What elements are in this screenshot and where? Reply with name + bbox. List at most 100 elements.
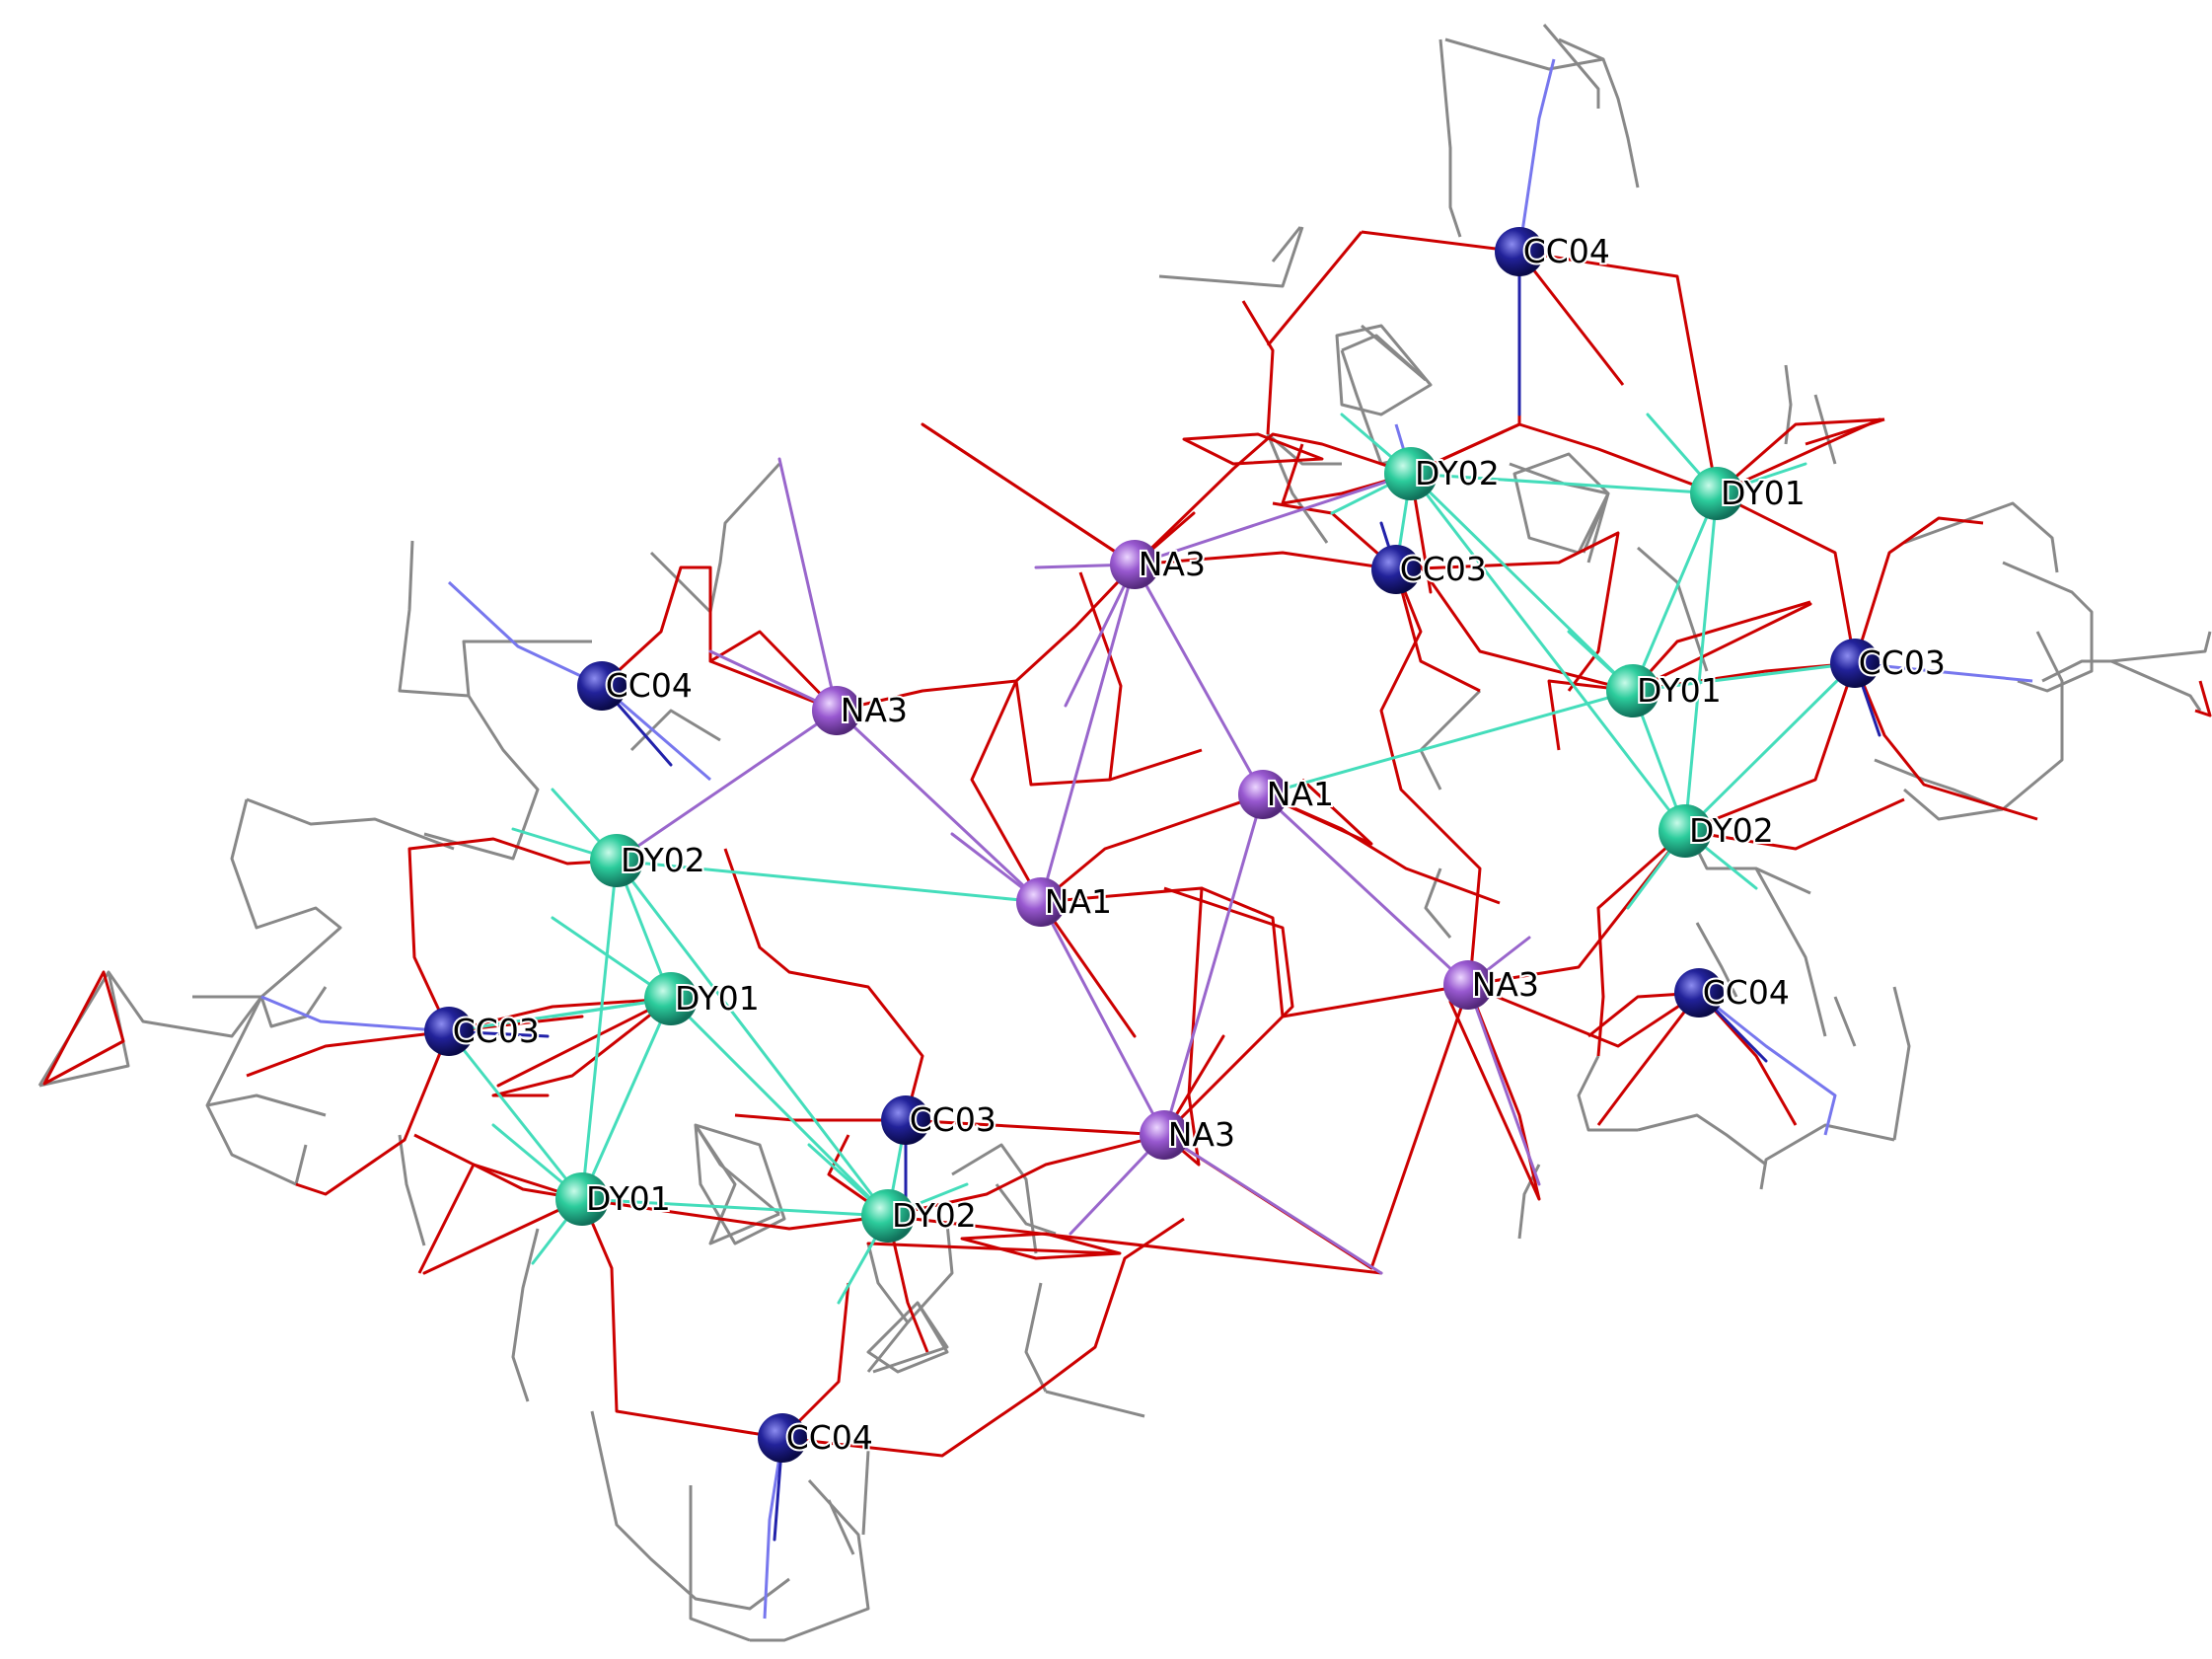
nitrogen-bond-path-4: [1517, 58, 1556, 253]
co-atom-sphere[interactable]: [1371, 545, 1421, 594]
oxygen-bond-path-49: [1684, 662, 1857, 833]
atom-label: CC03: [910, 1100, 996, 1139]
dy-coordination-bond-14: [1409, 472, 1687, 833]
atom-label: DY02: [892, 1196, 977, 1235]
na-ray-4: [1064, 563, 1137, 708]
metal-coordination-bonds: [447, 250, 1881, 1542]
na-bond-4: [1133, 563, 1265, 796]
oxygen-bond-path-58: [2194, 680, 2212, 717]
carbon-bond-path-28: [1158, 226, 1304, 288]
carbon-bond-path-2: [462, 640, 592, 697]
carbon-bond-path-21: [1045, 1390, 1145, 1418]
carbon-bond-path-12: [398, 1134, 426, 1246]
carbon-bond-path-39: [1509, 462, 1610, 554]
na-bond-8: [615, 709, 839, 863]
dy-atom-sphere[interactable]: [1659, 804, 1712, 858]
carbon-bond-path-27: [827, 1499, 855, 1555]
na-bond-6: [1162, 792, 1265, 1137]
oxygen-bond-path-44: [1409, 552, 1634, 693]
co-atom-sphere[interactable]: [1495, 227, 1544, 276]
carbon-bond-path-55: [1892, 986, 1911, 1141]
oxygen-bond-7: [1715, 417, 1881, 495]
atom-label: CC04: [1523, 232, 1610, 270]
na-atom-sphere[interactable]: [1238, 770, 1288, 819]
co-atom-sphere[interactable]: [758, 1413, 807, 1463]
atom-label-outline: CC04: [606, 666, 693, 705]
dy-atom-sphere[interactable]: [1606, 664, 1659, 717]
nitrogen-bond-path-1: [447, 580, 711, 782]
co-atom-sphere[interactable]: [881, 1095, 930, 1145]
co-atom-sphere[interactable]: [424, 1007, 474, 1056]
carbon-bond-path-7: [192, 986, 328, 1028]
oxygen-bond-3: [1039, 900, 1137, 1038]
dy-atom-sphere[interactable]: [1384, 447, 1438, 500]
atom-label-outline: NA3: [1168, 1115, 1235, 1154]
carbon-framework-bonds: [37, 24, 2212, 1642]
oxygen-bond-path-7: [295, 1030, 451, 1196]
atom-label: CC04: [606, 666, 693, 705]
carbon-bond-path-34: [1341, 334, 1428, 382]
co-atom-sphere[interactable]: [577, 661, 627, 711]
carbon-bond-path-16: [866, 1243, 910, 1373]
oxygen-bond-path-24: [1262, 778, 1373, 846]
dy-atom-sphere[interactable]: [555, 1172, 609, 1226]
na-atom-sphere[interactable]: [1443, 960, 1493, 1010]
carbon-bond-path-43: [1813, 394, 1837, 465]
na-atom-sphere[interactable]: [812, 686, 861, 735]
na-ray-1: [777, 457, 839, 713]
oxygen-bond-path-26: [1467, 830, 1687, 987]
carbon-bond-path-58: [1637, 1113, 1767, 1167]
oxygen-bond-path-1: [600, 563, 1137, 713]
carbon-bond-path-22: [1024, 1282, 1048, 1393]
carbon-bond-path-8: [205, 996, 308, 1186]
co-atom-sphere[interactable]: [1674, 968, 1724, 1018]
nitrogen-bond-path-3: [763, 1437, 784, 1620]
dy-atom-sphere[interactable]: [1690, 467, 1743, 520]
na-atom-sphere[interactable]: [1140, 1110, 1189, 1160]
atom-label-outline: NA3: [1139, 545, 1206, 583]
oxygen-bond-path-11: [580, 1198, 1185, 1458]
atom-label-outline: DY01: [1721, 474, 1806, 512]
atom-label: CC03: [453, 1012, 540, 1050]
atom-label: CC04: [786, 1418, 873, 1457]
na-atom-sphere[interactable]: [1016, 877, 1066, 927]
dy-atom-sphere[interactable]: [590, 834, 643, 887]
carbon-bond-path-57: [1577, 1055, 1638, 1132]
carbon-bond-path-47: [1874, 758, 2004, 811]
atom-label: NA1: [1045, 882, 1112, 921]
dy-atom-sphere[interactable]: [644, 972, 698, 1025]
oxygen-bond-4: [886, 1214, 1383, 1275]
carbon-bond-path-46: [2002, 631, 2064, 811]
dy-atom-sphere[interactable]: [861, 1189, 915, 1243]
dy-coordination-bond-17: [615, 859, 1043, 904]
oxygen-bond-14: [1448, 1000, 1541, 1201]
carbon-bond-path-29: [1271, 226, 1302, 263]
carbon-bond-path-15: [694, 1124, 780, 1245]
na-atom-sphere[interactable]: [1110, 540, 1159, 589]
co-atom-sphere[interactable]: [1830, 639, 1880, 688]
